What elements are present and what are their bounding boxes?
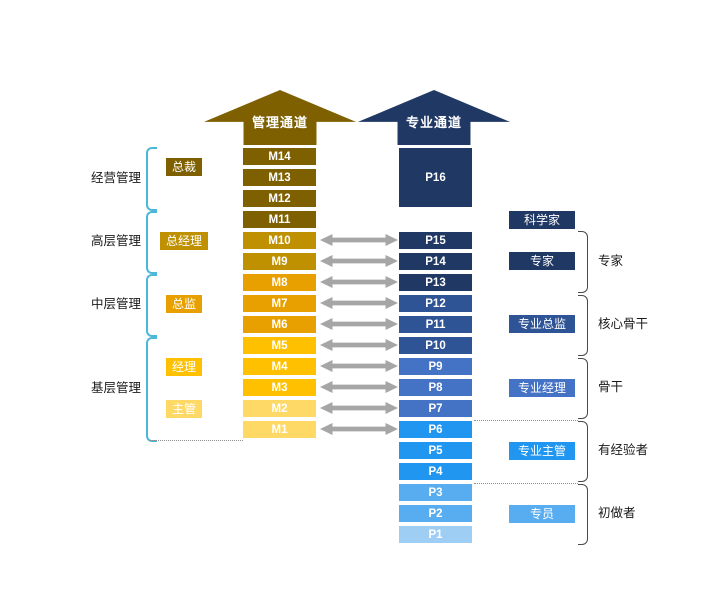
p-level-block: P1 [399, 526, 472, 543]
p-level-block: P6 [399, 421, 472, 438]
professional-group-label: 核心骨干 [598, 317, 649, 331]
professional-group-bracket [578, 421, 588, 482]
management-group-bracket [146, 274, 157, 337]
p-level-block: P13 [399, 274, 472, 291]
management-group-bracket [146, 147, 157, 211]
m-level-block: M6 [243, 316, 316, 333]
professional-role-badge: 专业总监 [509, 315, 575, 333]
channel-link-arrow-icon [320, 276, 398, 288]
m-level-block: M8 [243, 274, 316, 291]
management-group-label: 基层管理 [90, 381, 141, 395]
p-level-block: P3 [399, 484, 472, 501]
professional-group-bracket [578, 484, 588, 545]
group-divider-dotted-line [150, 440, 243, 441]
p-level-block: P2 [399, 505, 472, 522]
m-level-block: M3 [243, 379, 316, 396]
p-level-block: P10 [399, 337, 472, 354]
management-group-label: 高层管理 [90, 234, 141, 248]
management-channel-label: 管理通道 [251, 115, 308, 130]
p-level-block: P16 [399, 148, 472, 207]
m-level-block: M11 [243, 211, 316, 228]
p-level-block: P8 [399, 379, 472, 396]
m-level-block: M14 [243, 148, 316, 165]
channel-link-arrow-icon [320, 255, 398, 267]
channel-link-arrow-icon [320, 360, 398, 372]
management-role-badge: 经理 [166, 358, 202, 376]
professional-group-label: 骨干 [598, 380, 624, 394]
p-level-block: P4 [399, 463, 472, 480]
professional-role-badge: 专家 [509, 252, 575, 270]
p-level-block: P11 [399, 316, 472, 333]
management-role-badge: 总监 [166, 295, 202, 313]
channel-link-arrow-icon [320, 402, 398, 414]
channel-link-arrow-icon [320, 318, 398, 330]
management-group-label: 中层管理 [90, 297, 141, 311]
management-role-badge: 总经理 [160, 232, 208, 250]
professional-role-badge: 专业经理 [509, 379, 575, 397]
management-role-badge: 主管 [166, 400, 202, 418]
professional-channel-arrow: 专业通道 [358, 90, 510, 145]
p-level-block: P15 [399, 232, 472, 249]
m-level-block: M9 [243, 253, 316, 270]
m-level-block: M12 [243, 190, 316, 207]
p-level-block: P14 [399, 253, 472, 270]
m-level-block: M10 [243, 232, 316, 249]
group-divider-dotted-line [474, 483, 578, 484]
m-level-block: M2 [243, 400, 316, 417]
professional-channel-label: 专业通道 [405, 115, 462, 130]
management-group-label: 经营管理 [90, 171, 141, 185]
professional-role-badge: 专业主管 [509, 442, 575, 460]
m-level-block: M7 [243, 295, 316, 312]
management-role-badge: 总裁 [166, 158, 202, 176]
professional-group-label: 初做者 [598, 506, 636, 520]
professional-role-badge: 专员 [509, 505, 575, 523]
group-divider-dotted-line [474, 420, 578, 421]
p-level-block: P9 [399, 358, 472, 375]
channel-link-arrow-icon [320, 339, 398, 351]
m-level-block: M5 [243, 337, 316, 354]
m-level-block: M4 [243, 358, 316, 375]
professional-group-label: 专家 [598, 254, 624, 268]
management-channel-arrow: 管理通道 [204, 90, 356, 145]
m-level-block: M1 [243, 421, 316, 438]
professional-group-label: 有经验者 [598, 443, 649, 457]
m-level-block: M13 [243, 169, 316, 186]
professional-group-bracket [578, 295, 588, 356]
channel-link-arrow-icon [320, 423, 398, 435]
management-group-bracket [146, 337, 157, 442]
professional-group-bracket [578, 358, 588, 419]
channel-link-arrow-icon [320, 234, 398, 246]
professional-role-badge: 科学家 [509, 211, 575, 229]
professional-group-bracket [578, 231, 588, 293]
p-level-block: P7 [399, 400, 472, 417]
management-group-bracket [146, 211, 157, 274]
channel-link-arrow-icon [320, 297, 398, 309]
p-level-block: P5 [399, 442, 472, 459]
channel-link-arrow-icon [320, 381, 398, 393]
p-level-block: P12 [399, 295, 472, 312]
